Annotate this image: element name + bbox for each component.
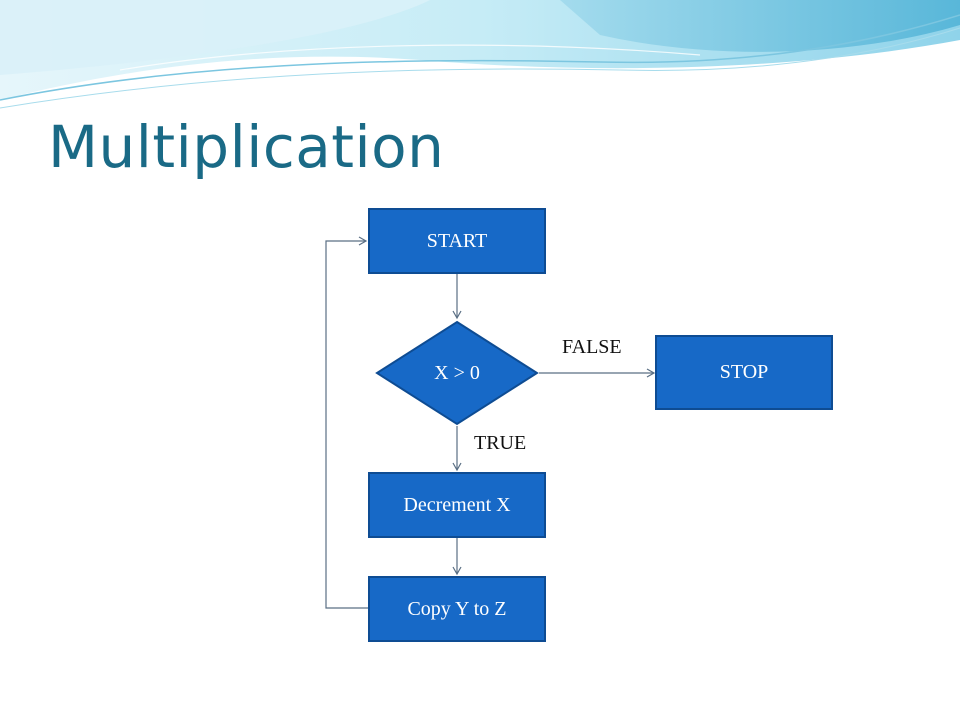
true-edge-label: TRUE [474,432,527,454]
decision-node-label: X > 0 [434,361,480,384]
stop-node-label: STOP [719,361,769,383]
slide-title: Multiplication [48,113,445,181]
header-wave-decoration [0,0,960,109]
decision-diamond-shape [375,320,539,426]
decrement-node: Decrement X [368,472,546,538]
connector-loop-back [325,236,368,609]
decision-node: X > 0 [375,320,539,426]
copy-node: Copy Y to Z [368,576,546,642]
stop-node: STOP [655,335,833,410]
false-edge-label: FALSE [562,336,622,358]
copy-node-label: Copy Y to Z [407,597,507,620]
start-node: START [368,208,546,274]
decrement-node-label: Decrement X [403,493,511,516]
start-node-label: START [426,229,488,252]
